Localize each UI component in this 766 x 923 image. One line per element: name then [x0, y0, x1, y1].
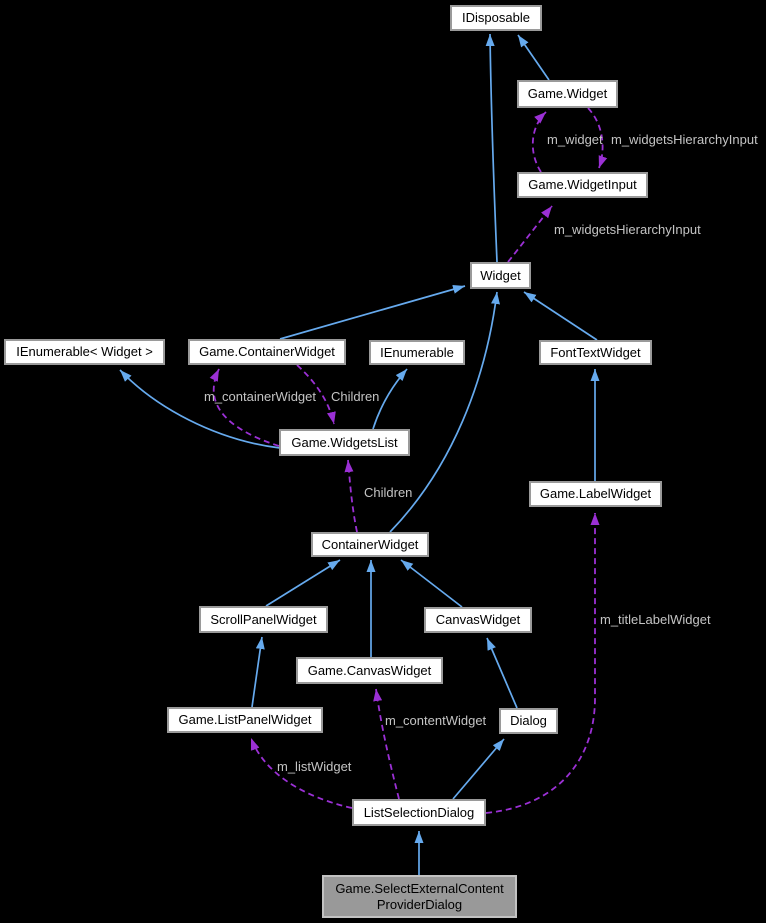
edge-widget-to-idisposable: [485, 33, 498, 263]
edge-gamecontainerwidget-to-widgetslist-children: [296, 364, 336, 425]
node-containerwidget[interactable]: ContainerWidget: [311, 532, 429, 557]
node-game-widget[interactable]: Game.Widget: [517, 80, 618, 108]
edge-fonttextwidget-to-widget: [523, 291, 598, 341]
edge-label-m-contentwidget: m_contentWidget: [385, 713, 487, 728]
edge-gamewidget-to-idisposable: [517, 34, 550, 81]
node-game-listpanelwidget[interactable]: Game.ListPanelWidget: [167, 707, 323, 733]
node-canvaswidget[interactable]: CanvasWidget: [424, 607, 532, 633]
edge-label-m-listwidget: m_listWidget: [277, 759, 352, 774]
edge-containerwidget-to-widget: [389, 291, 500, 533]
edge-widgetslist-to-ienumerablewidget: [119, 369, 281, 449]
edge-widgetslist-to-ienumerable: [372, 368, 408, 430]
node-fonttextwidget[interactable]: FontTextWidget: [539, 340, 652, 365]
node-widget[interactable]: Widget: [470, 262, 531, 289]
node-game-widgetslist[interactable]: Game.WidgetsList: [279, 429, 410, 456]
node-game-canvaswidget[interactable]: Game.CanvasWidget: [296, 657, 443, 684]
edge-listselectiondialog-to-labelwidget-m-titlelabelwidget: [485, 513, 600, 814]
edge-label-m-containerwidget: m_containerWidget: [204, 389, 316, 404]
edge-label-m-widgetshierarchyinput-mid: m_widgetsHierarchyInput: [554, 222, 701, 237]
node-ienumerable[interactable]: IEnumerable: [369, 340, 465, 365]
node-game-labelwidget[interactable]: Game.LabelWidget: [529, 481, 662, 507]
edge-label-m-widget: m_widget: [547, 132, 603, 147]
node-game-containerwidget[interactable]: Game.ContainerWidget: [188, 339, 346, 365]
edge-label-m-widgetshierarchyinput-top: m_widgetsHierarchyInput: [611, 132, 758, 147]
edge-containerwidget-to-widgetslist-children: [344, 459, 358, 533]
edge-scrollpanelwidget-to-containerwidget: [265, 559, 341, 607]
edge-widgetinput-to-gamewidget-m-widget: [531, 111, 547, 173]
edge-listselectiondialog-to-dialog: [452, 738, 505, 800]
edge-canvaswidget-to-containerwidget: [400, 559, 463, 608]
edge-listselectiondialog-to-listpanelwidget-m-listwidget: [250, 737, 353, 809]
edge-listselectiondialog-to-gamecanvaswidget-m-contentwidget: [373, 688, 400, 800]
edge-listpanelwidget-to-scrollpanelwidget: [251, 636, 265, 708]
node-idisposable[interactable]: IDisposable: [450, 5, 542, 31]
edge-gamewidget-to-widgetinput-m-widgetshierarchyinput: [587, 107, 608, 169]
edge-label-children-lower: Children: [364, 485, 413, 500]
node-dialog[interactable]: Dialog: [499, 708, 558, 734]
edge-label-children-upper: Children: [331, 389, 380, 404]
node-game-widgetinput[interactable]: Game.WidgetInput: [517, 172, 648, 198]
edge-label-m-titlelabelwidget: m_titleLabelWidget: [600, 612, 711, 627]
node-game-selectexternalcontentproviderdialog: Game.SelectExternalContent ProviderDialo…: [322, 875, 517, 918]
edge-gamecontainerwidget-to-widget: [279, 284, 466, 340]
node-listselectiondialog[interactable]: ListSelectionDialog: [352, 799, 486, 826]
node-scrollpanelwidget[interactable]: ScrollPanelWidget: [199, 606, 328, 633]
edge-widget-to-widgetinput-m-widgetshierarchyinput: [507, 205, 553, 263]
node-ienumerable-widget[interactable]: IEnumerable< Widget >: [4, 339, 165, 365]
edge-widgetslist-to-gamecontainerwidget-m-containerwidget: [209, 368, 280, 447]
edge-dialog-to-canvaswidget: [486, 637, 518, 709]
